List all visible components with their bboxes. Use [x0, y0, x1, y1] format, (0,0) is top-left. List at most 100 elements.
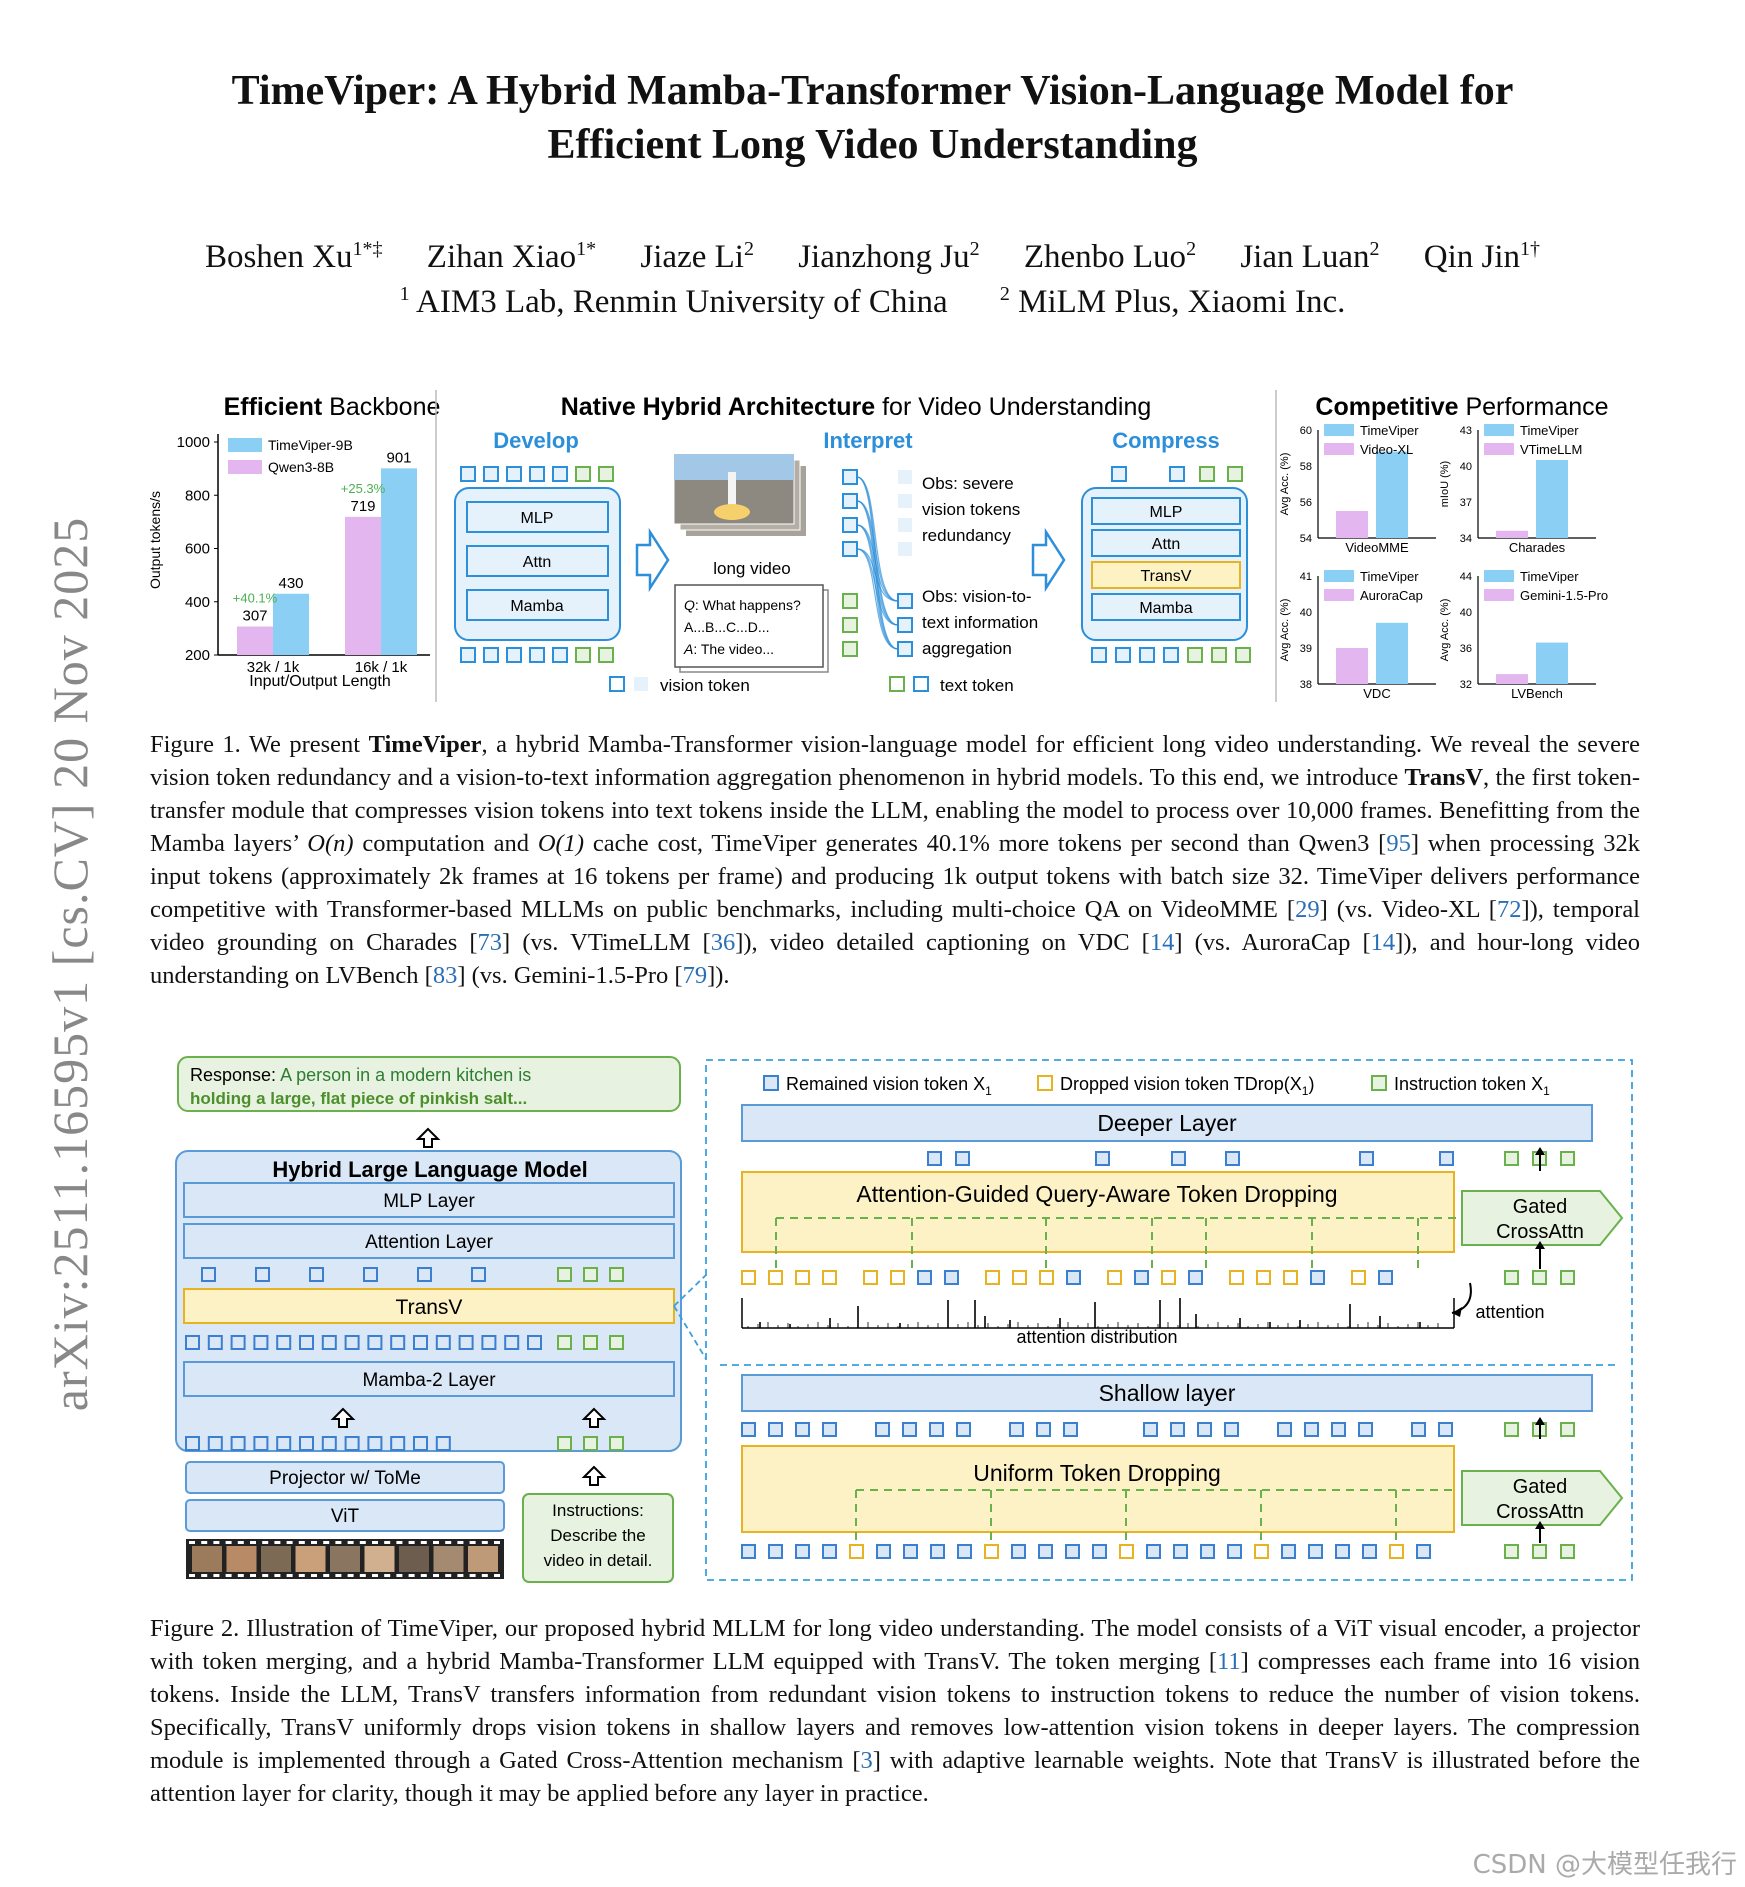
mlp-label: MLP: [1150, 504, 1183, 521]
token: [481, 1335, 497, 1350]
token: [849, 1544, 864, 1559]
token: [230, 1335, 246, 1350]
token: [1199, 466, 1215, 482]
legend-label: Qwen3-8B: [268, 459, 334, 475]
token: [575, 647, 591, 663]
legend-label: AuroraCap: [1360, 588, 1423, 603]
token: [609, 1335, 624, 1350]
film-hole: [457, 1541, 464, 1544]
film-hole: [347, 1574, 354, 1577]
text-token-swatch: [913, 676, 929, 692]
film-hole: [201, 1541, 208, 1544]
token: [1532, 1544, 1547, 1559]
token: [1227, 1544, 1242, 1559]
instructions-line: video in detail.: [544, 1551, 653, 1570]
figure-1: Efficient Backbone Native Hybrid Archite…: [147, 390, 1609, 702]
y-tick-label: 38: [1300, 679, 1312, 691]
token: [506, 466, 522, 482]
stage-compress: Compress: [1112, 428, 1220, 453]
token: [1335, 1544, 1350, 1559]
token: [1504, 1544, 1519, 1559]
title-line-2: Efficient Long Video Understanding: [547, 122, 1198, 168]
obs1-line: vision tokens: [922, 500, 1020, 519]
transv-detail-panel: [705, 1059, 1633, 1581]
y-tick-label: 800: [185, 487, 210, 504]
y-axis-label: mIoU (%): [1439, 461, 1451, 507]
token: [1039, 1270, 1054, 1285]
bar-baseline: [1336, 648, 1368, 684]
y-tick-label: 44: [1460, 571, 1472, 583]
token: [822, 1544, 837, 1559]
gated-label: Gated: [1513, 1196, 1567, 1218]
token: [1277, 1422, 1292, 1437]
token: [309, 1267, 324, 1282]
mlp-layer: [183, 1182, 675, 1218]
affiliations: 1 AIM3 Lab, Renmin University of China 2…: [0, 283, 1745, 321]
y-tick-label: 400: [185, 594, 210, 611]
film-hole: [213, 1541, 220, 1544]
response-box: [177, 1056, 681, 1112]
bar-timeviper: [1376, 622, 1408, 684]
token: [1170, 1422, 1185, 1437]
token-row: [741, 1422, 1575, 1437]
token: [1063, 1422, 1078, 1437]
token: [583, 1267, 598, 1282]
film-hole: [420, 1541, 427, 1544]
y-tick-label: 600: [185, 541, 210, 558]
token: [1139, 647, 1155, 663]
mlp-block: [1091, 497, 1241, 525]
film-frame: [226, 1546, 257, 1572]
attention-dropping-box: [741, 1171, 1455, 1253]
token: [903, 1544, 918, 1559]
film-hole: [359, 1541, 366, 1544]
film-frame: [330, 1546, 360, 1572]
token: [768, 1544, 783, 1559]
vit-box: [185, 1499, 505, 1532]
data-label: 430: [278, 575, 303, 592]
text-token-swatch: [889, 676, 905, 692]
arrowhead-icon: [1452, 1307, 1462, 1317]
token: [1439, 1151, 1454, 1166]
token: [255, 1267, 270, 1282]
vision-token-swatch: [609, 676, 625, 692]
token: [929, 1422, 944, 1437]
y-tick-label: 41: [1300, 571, 1312, 583]
obs1-line: Obs: severe: [922, 474, 1014, 493]
flame-shape: [714, 504, 750, 520]
deeper-layer-box: [741, 1104, 1593, 1142]
token: [822, 1422, 837, 1437]
speedup-annotation: +25.3%: [341, 481, 386, 496]
mlp-layer-label: MLP Layer: [383, 1191, 475, 1212]
y-axis-label: Output tokens/s: [147, 491, 163, 589]
shallow-layer-box: [741, 1374, 1593, 1412]
film-hole: [286, 1541, 293, 1544]
speedup-annotation: +40.1%: [233, 591, 278, 606]
legend-swatch: [228, 438, 262, 452]
attention-dropping-label: Attention-Guided Query-Aware Token Dropp…: [856, 1181, 1337, 1207]
token: [1200, 1544, 1215, 1559]
token: [1011, 1544, 1026, 1559]
token: [1188, 1270, 1203, 1285]
film-hole: [469, 1541, 476, 1544]
legend-label: VTimeLLM: [1520, 442, 1582, 457]
token: [1411, 1422, 1426, 1437]
y-tick-label: 40: [1460, 461, 1472, 473]
token: [1560, 1544, 1575, 1559]
token: [1351, 1270, 1366, 1285]
token-row: [460, 647, 614, 663]
film-hole: [250, 1574, 256, 1577]
film-hole: [408, 1541, 415, 1544]
film-hole: [408, 1574, 415, 1577]
token: [1169, 466, 1185, 482]
projector-box: [185, 1461, 505, 1494]
token: [897, 617, 913, 633]
faded-token: [898, 542, 912, 556]
token: [1560, 1422, 1575, 1437]
transv-layer-label: TransV: [396, 1296, 463, 1319]
token: [483, 466, 499, 482]
y-tick-label: 39: [1300, 643, 1312, 655]
token: [1308, 1544, 1323, 1559]
token-row: [741, 1544, 1575, 1559]
token: [1331, 1422, 1346, 1437]
token: [955, 1151, 970, 1166]
